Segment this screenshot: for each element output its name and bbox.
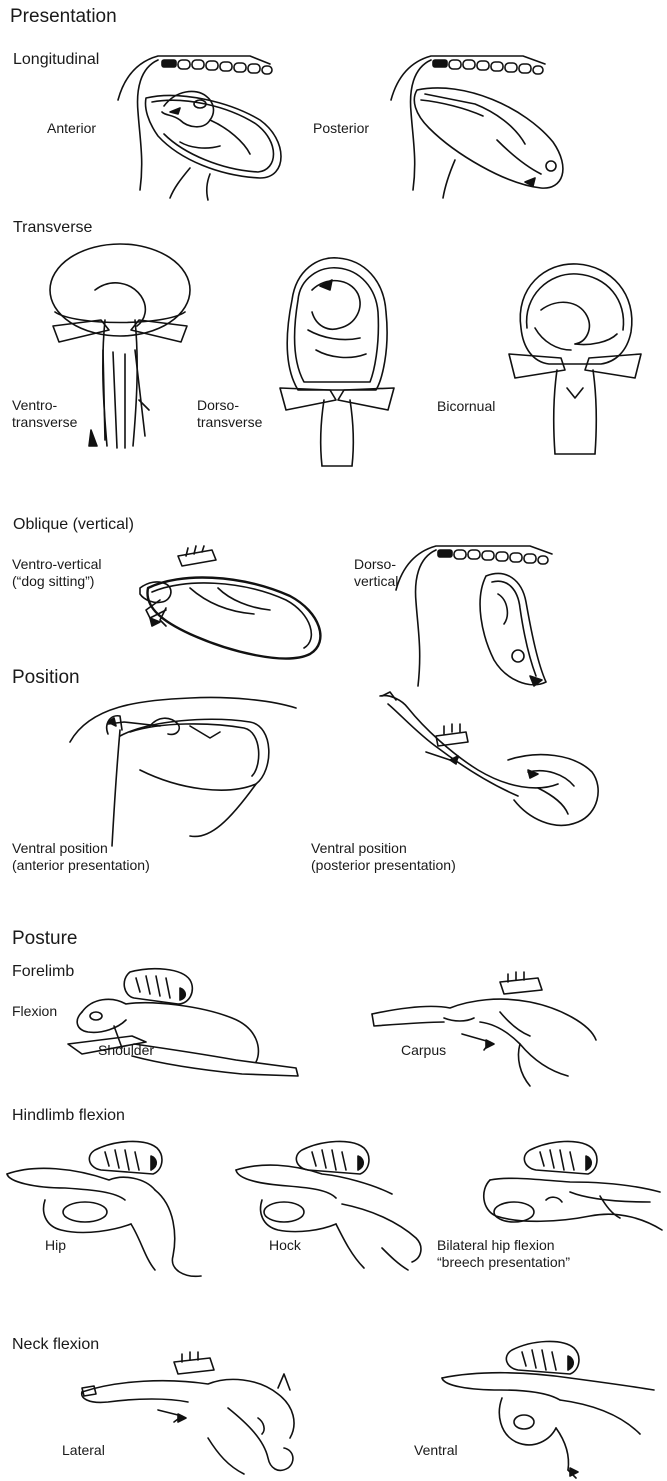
dorso-vertical-illustration [390,540,565,690]
flexion-label: Flexion [12,1003,57,1020]
ventral-anterior-position-illustration [60,686,300,846]
hock-flexion-illustration [232,1140,442,1280]
presentation-heading: Presentation [10,6,117,29]
hip-flexion-illustration [5,1140,205,1280]
oblique-heading: Oblique (vertical) [13,515,134,534]
ventro-transverse-illustration [45,250,195,460]
bicornual-label: Bicornual [437,398,495,415]
ventral-posterior-position-illustration [378,688,608,838]
carpus-flexion-illustration [370,978,600,1098]
ventro-vertical-illustration [120,548,330,668]
dorso-transverse-illustration [272,250,402,470]
hindlimb-flexion-heading: Hindlimb flexion [12,1106,125,1125]
posterior-label: Posterior [313,120,369,137]
longitudinal-heading: Longitudinal [13,50,99,69]
lateral-neck-flexion-illustration [78,1358,318,1478]
transverse-heading: Transverse [13,218,92,237]
ventral-posterior-label: Ventral position (posterior presentation… [311,840,456,874]
shoulder-flexion-illustration [62,970,312,1080]
anterior-label: Anterior [47,120,96,137]
dorso-transverse-label: Dorso- transverse [197,397,262,431]
bilateral-hip-flexion-illustration [470,1140,665,1280]
posture-heading: Posture [12,928,77,951]
neck-flexion-heading: Neck flexion [12,1335,99,1354]
posterior-presentation-illustration [385,50,570,200]
anterior-presentation-illustration [110,50,290,200]
bicornual-illustration [505,258,645,458]
ventral-neck-flexion-illustration [440,1338,660,1480]
ventro-vertical-label: Ventro-vertical (“dog sitting”) [12,556,101,590]
